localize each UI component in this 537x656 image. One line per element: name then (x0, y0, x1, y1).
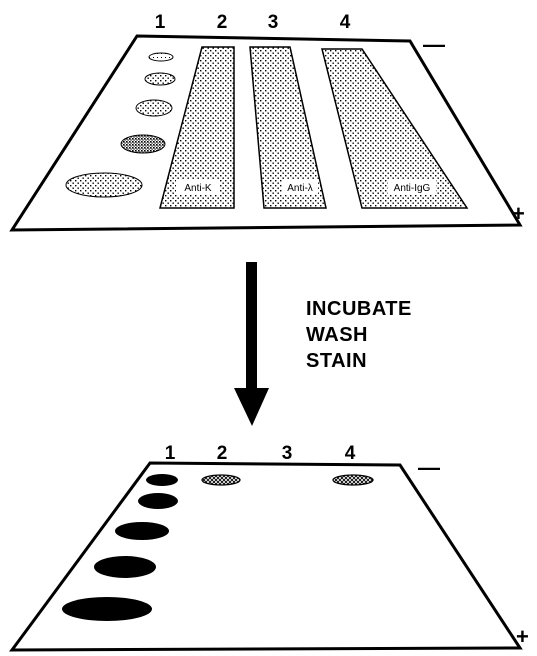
stained-band (62, 597, 152, 621)
top-sample-spot (120, 134, 166, 154)
bottom-lane-number-1: 1 (165, 443, 176, 464)
strip-label-anti-igg: Anti-IgG (394, 183, 431, 194)
bottom-lane-number-3: 3 (282, 443, 293, 464)
top-sample-spot (135, 99, 173, 117)
top-gel: 1 2 3 4 — + Anti-K Anti-λ Anti-IgG (9, 12, 525, 232)
step-wash: WASH (306, 324, 368, 346)
top-sample-spot (148, 52, 174, 62)
strip-label-bg (176, 180, 220, 194)
top-lane-number-1: 1 (155, 12, 166, 33)
top-sample-spot (65, 172, 143, 198)
top-positive-pole: + (512, 201, 525, 226)
antiserum-strip-anti-lambda (249, 46, 327, 209)
step-incubate: INCUBATE (306, 298, 412, 320)
top-lane-number-2: 2 (217, 12, 228, 33)
antiserum-strip-anti-k (159, 46, 235, 209)
strip-label-anti-lambda: Anti-λ (287, 183, 313, 194)
top-lane-number-3: 3 (268, 12, 279, 33)
arrow-head (234, 388, 269, 426)
top-lane-number-4: 4 (340, 12, 351, 33)
strip-label-bg (282, 180, 318, 194)
process-steps: INCUBATE WASH STAIN (306, 298, 412, 372)
process-arrow (234, 262, 269, 426)
bottom-positive-pole: + (516, 624, 529, 649)
strip-label-anti-k: Anti-K (184, 183, 212, 194)
stained-band (94, 556, 156, 578)
top-negative-pole: — (423, 32, 445, 57)
stained-band (115, 522, 169, 540)
strip-label-bg (388, 180, 436, 194)
bottom-lane-number-4: 4 (345, 443, 356, 464)
stained-band (146, 474, 178, 486)
precipitin-band-lane-2 (201, 474, 241, 486)
step-stain: STAIN (306, 350, 367, 372)
bottom-gel: 1 2 3 4 — + (9, 443, 529, 652)
stained-band (138, 493, 178, 509)
bottom-lane-number-2: 2 (217, 443, 228, 464)
precipitin-band-lane-4 (332, 474, 374, 486)
bottom-gel-plate (9, 461, 523, 652)
top-sample-spot (144, 72, 176, 86)
arrow-shaft (246, 262, 257, 394)
antiserum-strip-anti-igg (321, 48, 469, 209)
bottom-negative-pole: — (418, 455, 440, 480)
